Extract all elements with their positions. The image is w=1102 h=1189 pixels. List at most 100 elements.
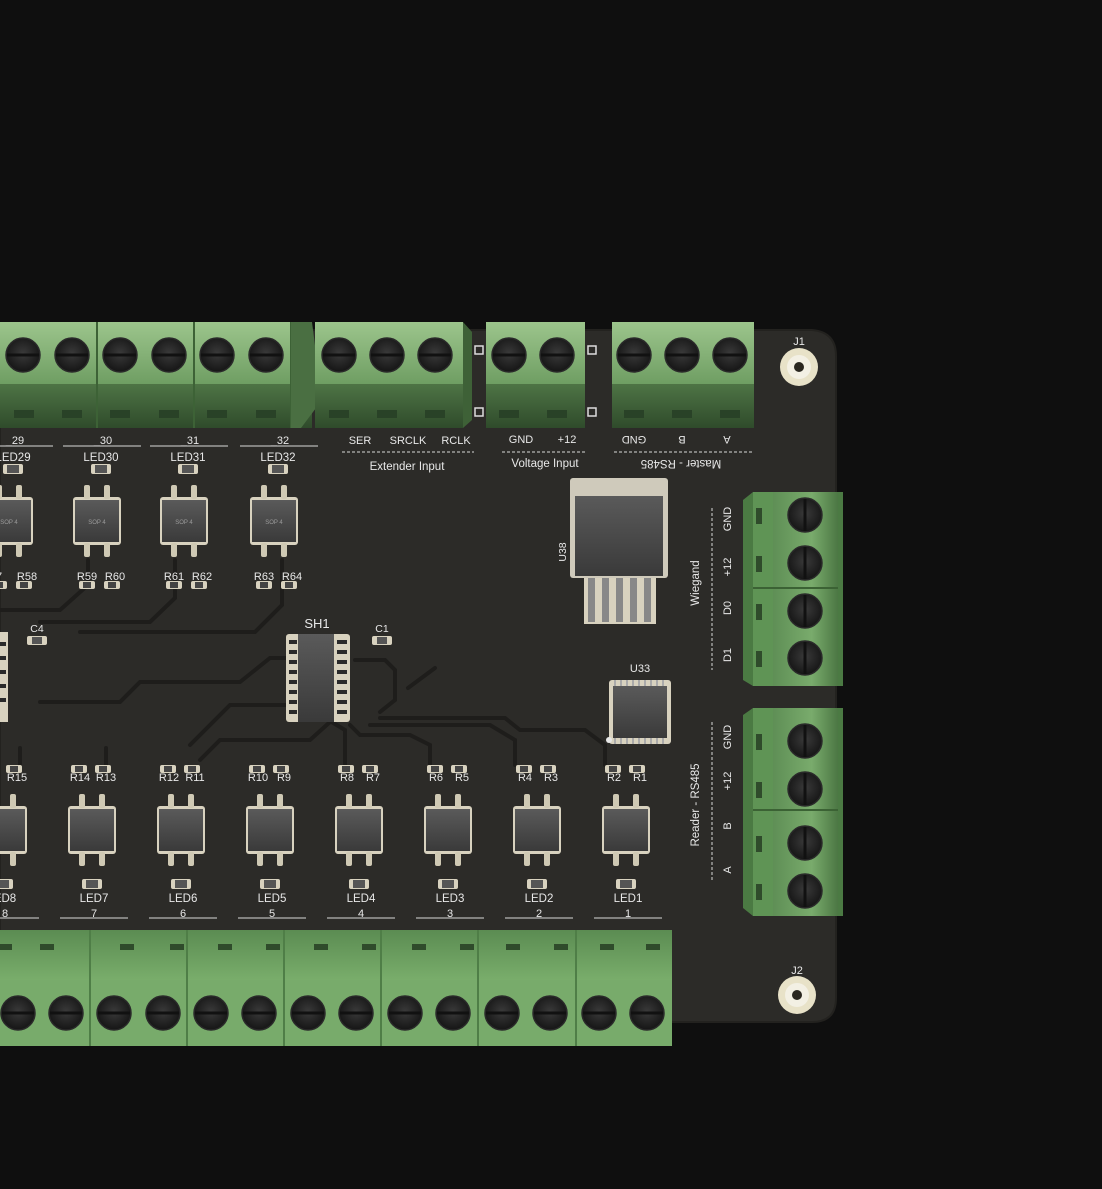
resistor-label: R15 (7, 772, 27, 784)
resistor-label: R10 (248, 772, 268, 784)
optocoupler (602, 794, 650, 866)
channel-number: 6 (180, 908, 186, 920)
reader-pin-12: +12 (722, 772, 734, 791)
left-chip-stub (0, 632, 8, 722)
resistor-label: R3 (544, 772, 558, 784)
channel-number: 3 (447, 908, 453, 920)
master-pin-a: A (723, 433, 731, 445)
resistor (516, 765, 532, 773)
resistor (281, 581, 297, 589)
resistor-label: R13 (96, 772, 116, 784)
resistor-label: R60 (105, 571, 125, 583)
extender-pin-ser: SER (349, 435, 372, 447)
resistor (79, 581, 95, 589)
resistor (16, 581, 32, 589)
wiegand-pin-12: +12 (722, 558, 734, 577)
reader-rs485-terminal (743, 708, 843, 916)
resistor-label: R7 (366, 772, 380, 784)
led-label: ED8 (0, 893, 16, 905)
optocoupler: SOP 4 (73, 485, 121, 557)
master-rs485-labels: GND B A Master - RS485 (622, 433, 731, 469)
u38-label: U38 (557, 542, 569, 561)
resistor-label: R59 (77, 571, 97, 583)
resistor-label: R8 (340, 772, 354, 784)
channel-number: _31 (180, 435, 199, 447)
led (527, 879, 547, 889)
voltage-pin-gnd: GND (509, 434, 534, 446)
optocoupler (0, 794, 27, 866)
optocoupler-label: SOP 4 (0, 520, 18, 526)
channel-number: 7 (91, 908, 97, 920)
voltage-input-title: Voltage Input (511, 458, 579, 470)
resistor (249, 765, 265, 773)
optocoupler (157, 794, 205, 866)
resistor (95, 765, 111, 773)
resistor-label: R2 (607, 772, 621, 784)
resistor (273, 765, 289, 773)
connector-labels: SER SRCLK RCLK Extender Input GND +12 Vo… (349, 434, 580, 473)
resistor (605, 765, 621, 773)
sh1-chip: SH1 (286, 616, 350, 722)
resistor (104, 581, 120, 589)
channel-number: 4 (358, 908, 364, 920)
optocoupler (68, 794, 116, 866)
led (178, 464, 198, 474)
resistor (160, 765, 176, 773)
optocoupler-label: SOP 4 (88, 520, 106, 526)
optocoupler (246, 794, 294, 866)
resistor-label: R58 (17, 571, 37, 583)
u38-regulator: U38 (557, 478, 668, 624)
resistor-label: R63 (254, 571, 274, 583)
reader-pin-gnd: GND (722, 725, 734, 750)
u33-chip: U33 (606, 663, 671, 744)
bottom-terminal-blocks (0, 930, 672, 1046)
master-rs485-title: Master - RS485 (641, 457, 722, 469)
channel-number: 1 (625, 908, 631, 920)
resistor (427, 765, 443, 773)
led (0, 879, 13, 889)
reader-rs485-title: Reader - RS485 (690, 763, 702, 846)
led (171, 879, 191, 889)
led-label: LED30 (83, 452, 118, 464)
led-label: LED6 (169, 893, 198, 905)
optocoupler (335, 794, 383, 866)
resistor (191, 581, 207, 589)
led-label: LED31 (170, 452, 205, 464)
led-label: LED2 (525, 893, 554, 905)
led-label: LED1 (614, 893, 643, 905)
extender-pin-srclk: SRCLK (390, 435, 427, 447)
led (260, 879, 280, 889)
master-rs485-terminal (612, 322, 754, 428)
wiegand-pin-d1: D1 (722, 648, 734, 662)
top-terminal-blocks (0, 322, 322, 428)
master-pin-b: B (678, 433, 685, 445)
resistor (184, 765, 200, 773)
resistor (540, 765, 556, 773)
resistor-label: R62 (192, 571, 212, 583)
capacitor-c1: C1 (372, 623, 392, 645)
resistor-label: R11 (185, 772, 204, 784)
channel-number: _29 (5, 435, 24, 447)
resistor-label: R1 (633, 772, 647, 784)
resistor (166, 581, 182, 589)
master-pin-gnd: GND (622, 433, 647, 445)
resistor (6, 765, 22, 773)
mount-hole-j1 (780, 348, 818, 386)
wiegand-terminal (743, 492, 843, 686)
bottom-channel-group: 5R15ED88R14R13LED77R12R11LED66R10R9LED55… (0, 765, 662, 920)
reader-rs485-labels: GND +12 B A Reader - RS485 (690, 725, 734, 874)
resistor-label: R64 (282, 571, 302, 583)
c4-label: C4 (30, 623, 44, 635)
optocoupler (513, 794, 561, 866)
top-channel: _29LED29SOP 47R58 (0, 435, 53, 589)
mount-hole-j2-label: J2 (791, 965, 803, 977)
resistor (338, 765, 354, 773)
led (3, 464, 23, 474)
